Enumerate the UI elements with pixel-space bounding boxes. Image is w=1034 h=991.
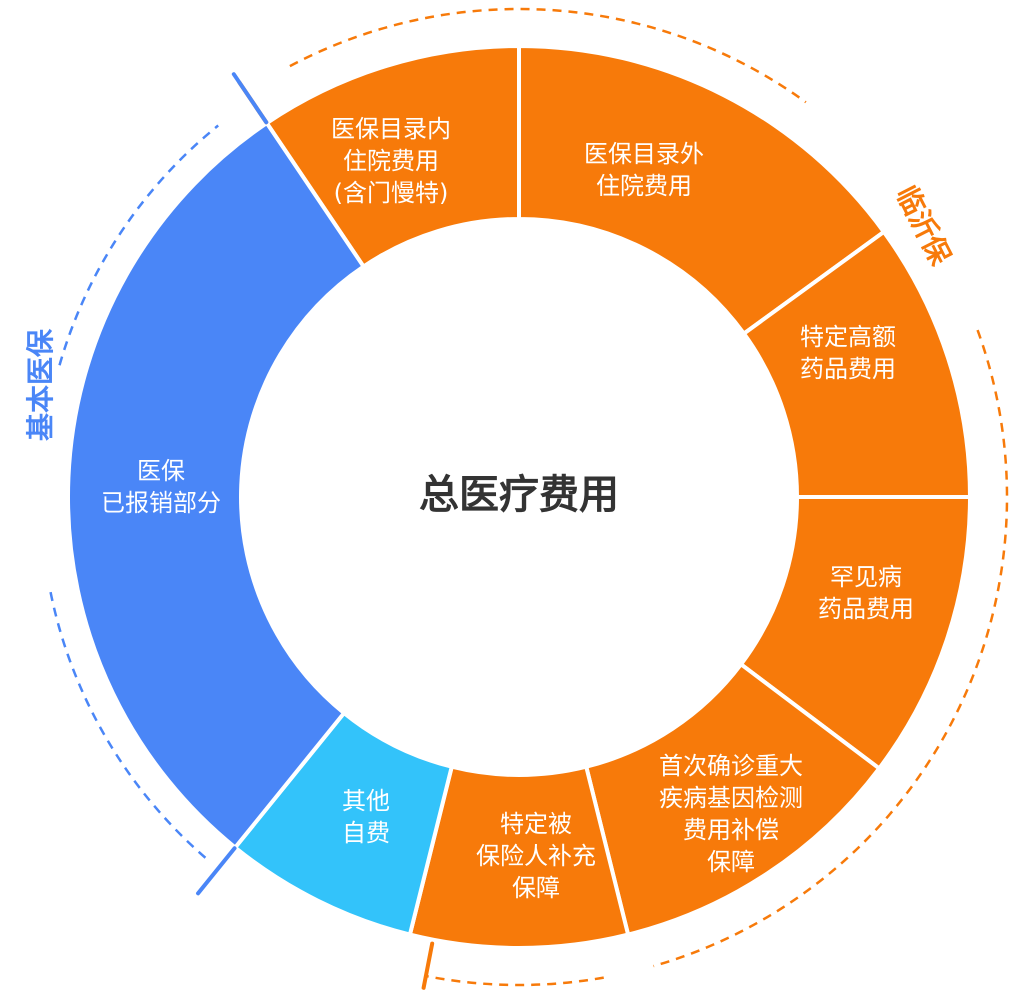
segment-label-rare-disease-drugs-line-1: 罕见病 — [830, 563, 902, 591]
ring-segments — [66, 43, 973, 950]
segment-label-reimbursed-line-2: 已报销部分 — [101, 489, 221, 517]
center-title: 总医疗费用 — [419, 472, 619, 518]
segment-label-inpatient-in-catalog-line-3: (含门慢特) — [334, 179, 449, 207]
segment-inpatient-out-catalog — [517, 43, 887, 337]
segment-label-gene-test-line-1: 首次确诊重大 — [659, 752, 803, 780]
segment-label-inpatient-in-catalog-line-2: 住院费用 — [343, 147, 439, 175]
linyi-bracket-arc-bottom — [425, 974, 604, 987]
segment-label-high-cost-drugs-line-1: 特定高额 — [800, 323, 896, 351]
segment-labels: 医保目录内住院费用(含门慢特)医保目录外住院费用特定高额药品费用罕见病药品费用首… — [101, 115, 914, 902]
segment-label-inpatient-out-catalog-line-1: 医保目录外 — [584, 140, 704, 168]
linyi-bracket-arc-top — [289, 7, 807, 104]
segment-label-inpatient-out-catalog-line-2: 住院费用 — [596, 172, 692, 200]
segment-label-self-pay-line-1: 其他 — [342, 787, 390, 815]
basic-insurance-label: 基本医保 — [24, 328, 57, 441]
linyi-bracket-arc-right — [653, 329, 1009, 968]
segment-label-gene-test-line-2: 疾病基因检测 — [659, 784, 803, 812]
linyi-bracket-tick-end — [421, 941, 435, 990]
segment-label-supplementary-line-1: 特定被 — [500, 810, 572, 838]
segment-label-supplementary-line-3: 保障 — [512, 874, 560, 902]
segment-label-gene-test-line-4: 保障 — [707, 848, 755, 876]
basic-bracket-arc-lower — [48, 587, 207, 859]
coverage-brackets — [48, 7, 1009, 990]
segment-label-inpatient-in-catalog-line-1: 医保目录内 — [331, 115, 451, 143]
basic-bracket-arc-upper — [58, 124, 219, 366]
segment-label-high-cost-drugs-line-2: 药品费用 — [800, 355, 896, 383]
basic-bracket-tick-end — [196, 846, 237, 896]
segment-label-self-pay-line-2: 自费 — [342, 819, 390, 847]
basic-bracket-tick-start — [231, 72, 269, 125]
segment-reimbursed — [66, 120, 367, 851]
segment-label-supplementary-line-2: 保险人补充 — [476, 842, 596, 870]
segment-label-reimbursed-line-1: 医保 — [137, 457, 185, 485]
segment-label-rare-disease-drugs-line-2: 药品费用 — [818, 595, 914, 623]
segment-label-gene-test-line-3: 费用补偿 — [683, 816, 779, 844]
